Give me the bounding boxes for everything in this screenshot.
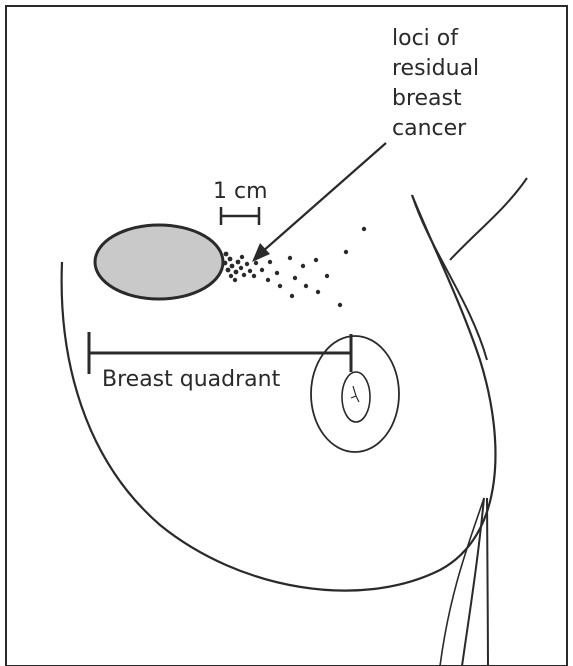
scale-label: 1 cm: [213, 177, 268, 207]
chest-wall-curve: [450, 178, 527, 260]
residual-cancer-dots: [223, 227, 367, 307]
torso-line-left: [462, 498, 484, 666]
torso-line-inner: [440, 498, 484, 666]
arrow-to-residual-cancer: [252, 143, 386, 262]
tumor-ellipse: [95, 225, 223, 299]
loci-label: loci of residual breast cancer: [392, 24, 512, 144]
scale-bar: [221, 207, 259, 225]
quadrant-label: Breast quadrant: [102, 365, 280, 395]
torso-line-right: [487, 498, 488, 666]
nipple-mark: [351, 386, 359, 402]
